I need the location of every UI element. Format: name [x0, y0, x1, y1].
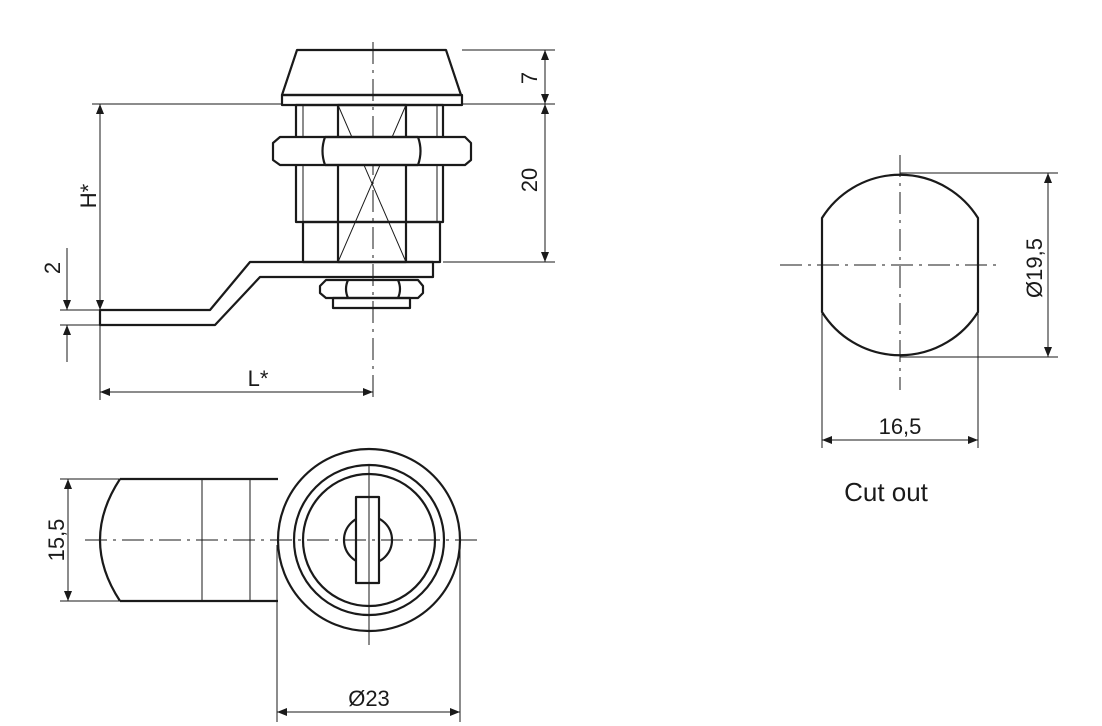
- cutout-view: Ø19,5 16,5 Cut out: [780, 155, 1058, 507]
- dim-cam-thickness: 2: [40, 262, 65, 274]
- lower-nut: [318, 278, 425, 300]
- dim-body-height: 20: [517, 168, 542, 192]
- cap-head: [280, 48, 463, 97]
- hex-nut: [271, 135, 473, 167]
- dim-cutout-diameter: Ø19,5: [1022, 238, 1047, 298]
- side-view: 7 20 H* 2 L*: [40, 42, 555, 400]
- body-lower: [301, 220, 442, 264]
- dim-cutout-width: 16,5: [879, 414, 922, 439]
- cutout-caption: Cut out: [844, 477, 929, 507]
- dim-cap-height: 7: [517, 72, 542, 84]
- dim-cam-length: L*: [248, 366, 269, 391]
- cam-lever: [98, 260, 435, 327]
- dim-overall-height: H*: [76, 183, 101, 208]
- cap-flange: [280, 93, 464, 107]
- dim-cam-width: 15,5: [44, 519, 69, 562]
- dim-bezel-diameter: Ø23: [348, 686, 390, 711]
- washer: [331, 296, 412, 310]
- front-view: 15,5 Ø23: [44, 447, 480, 722]
